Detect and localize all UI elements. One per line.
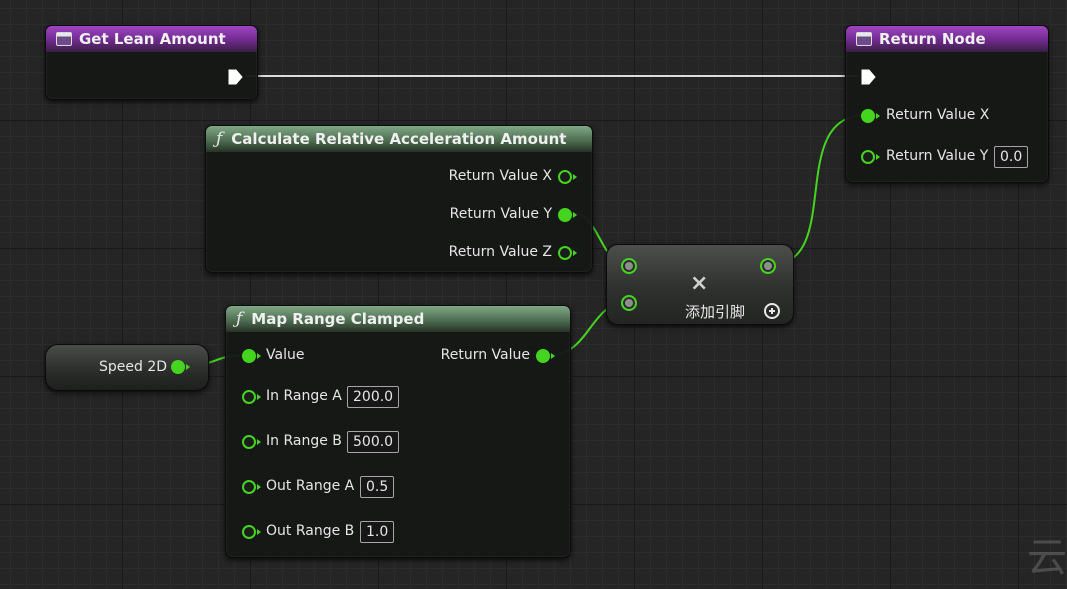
return-value-y-label: Return Value Y — [449, 206, 552, 222]
in-range-a-input[interactable]: 200.0 — [347, 386, 400, 408]
in-range-b-input[interactable]: 500.0 — [347, 431, 400, 453]
node-header: Return Node — [846, 26, 1048, 52]
in-range-b-label: In Range B — [266, 433, 342, 449]
return-value-z-pin[interactable] — [558, 246, 577, 260]
function-entry-icon — [56, 32, 72, 46]
return-value-x-label: Return Value X — [886, 107, 990, 123]
node-header: ƒ Map Range Clamped — [226, 306, 570, 332]
add-pin-label[interactable]: 添加引脚 — [685, 303, 746, 321]
value-input-pin[interactable] — [242, 349, 261, 363]
in-range-a-label: In Range A — [266, 388, 342, 404]
return-value-y-pin[interactable] — [861, 150, 880, 164]
node-title: Map Range Clamped — [251, 310, 425, 328]
in-range-a-pin[interactable] — [242, 390, 261, 404]
function-icon: ƒ — [216, 129, 223, 149]
node-title: Calculate Relative Acceleration Amount — [231, 130, 567, 148]
multiply-output-pin[interactable] — [760, 258, 776, 274]
return-value-output-pin[interactable] — [536, 349, 555, 363]
node-return[interactable]: Return Node Return Value X Return Value … — [845, 25, 1049, 183]
node-header: ƒ Calculate Relative Acceleration Amount — [206, 126, 592, 152]
exec-output-pin[interactable] — [227, 69, 243, 85]
return-value-x-pin[interactable] — [861, 109, 880, 123]
function-icon: ƒ — [236, 309, 243, 329]
node-multiply[interactable]: × 添加引脚 — [606, 244, 794, 325]
node-map-range-clamped[interactable]: ƒ Map Range Clamped Value Return Value I… — [225, 305, 571, 558]
return-value-label: Return Value — [440, 347, 530, 363]
return-value-y-label: Return Value Y — [886, 148, 989, 164]
node-title: Return Node — [879, 30, 986, 48]
out-range-a-pin[interactable] — [242, 480, 261, 494]
multiply-input-a-pin[interactable] — [621, 258, 637, 274]
exec-input-pin[interactable] — [860, 69, 876, 85]
in-range-b-pin[interactable] — [242, 435, 261, 449]
out-range-b-label: Out Range B — [266, 523, 355, 539]
node-get-lean-amount[interactable]: Get Lean Amount — [45, 25, 258, 100]
speed-2d-output-pin[interactable] — [171, 360, 190, 374]
node-header: Get Lean Amount — [46, 26, 257, 52]
node-title: Get Lean Amount — [79, 30, 226, 48]
return-value-x-label: Return Value X — [448, 168, 552, 184]
return-value-z-label: Return Value Z — [448, 244, 552, 260]
variable-label: Speed 2D — [99, 359, 168, 375]
out-range-b-input[interactable]: 1.0 — [360, 521, 395, 543]
return-value-y-pin[interactable] — [558, 208, 577, 222]
watermark: 云 — [1027, 535, 1067, 581]
return-value-y-input[interactable]: 0.0 — [994, 146, 1029, 168]
out-range-a-input[interactable]: 0.5 — [360, 476, 395, 498]
return-value-x-pin[interactable] — [558, 170, 577, 184]
out-range-b-pin[interactable] — [242, 525, 261, 539]
out-range-a-label: Out Range A — [266, 478, 355, 494]
multiply-input-b-pin[interactable] — [621, 295, 637, 311]
add-pin-icon[interactable] — [764, 303, 780, 319]
multiply-icon: × — [690, 271, 709, 296]
node-speed-2d[interactable]: Speed 2D — [45, 344, 209, 391]
node-calculate-relative-acceleration[interactable]: ƒ Calculate Relative Acceleration Amount… — [205, 125, 593, 273]
function-result-icon — [856, 32, 872, 46]
value-label: Value — [266, 347, 305, 363]
